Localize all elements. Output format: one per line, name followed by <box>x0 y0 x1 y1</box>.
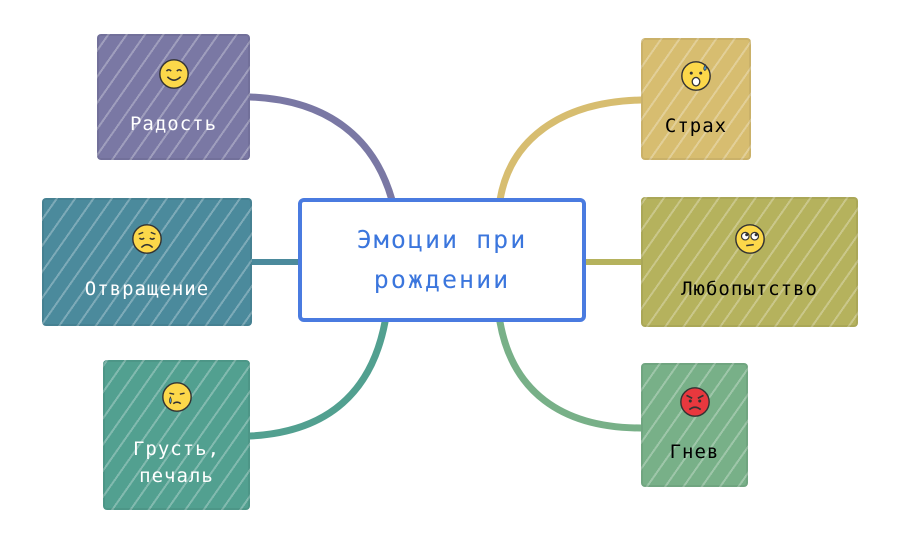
smiling-face-icon <box>158 58 189 89</box>
central-topic[interactable]: Эмоции при рождении <box>298 198 586 322</box>
node-joy[interactable]: Радость <box>97 34 250 160</box>
connector-fear <box>496 96 645 204</box>
central-topic-title: Эмоции при рождении <box>356 225 528 294</box>
fearful-sweat-face-icon <box>681 60 711 91</box>
label-fear: Страх <box>664 114 728 137</box>
connector-joy <box>246 93 396 204</box>
node-disgust[interactable]: Отвращение <box>42 198 252 326</box>
crying-face-icon <box>161 382 192 412</box>
disappointed-face-icon <box>132 223 162 254</box>
eye-roll-face-icon <box>734 223 765 254</box>
node-sadness[interactable]: Грусть, печаль <box>103 360 250 510</box>
label-disgust: Отвращение <box>84 277 210 300</box>
label-sadness: Грусть, печаль <box>132 438 221 487</box>
node-curiosity[interactable]: Любопытство <box>641 197 858 327</box>
label-anger: Гнев <box>669 440 720 463</box>
node-anger[interactable]: Гнев <box>641 363 748 487</box>
connector-sadness <box>246 318 389 440</box>
node-fear[interactable]: Страх <box>641 38 751 160</box>
label-curiosity: Любопытство <box>681 277 818 300</box>
label-joy: Радость <box>129 112 218 135</box>
angry-face-icon <box>679 386 710 417</box>
connector-anger <box>496 318 645 432</box>
